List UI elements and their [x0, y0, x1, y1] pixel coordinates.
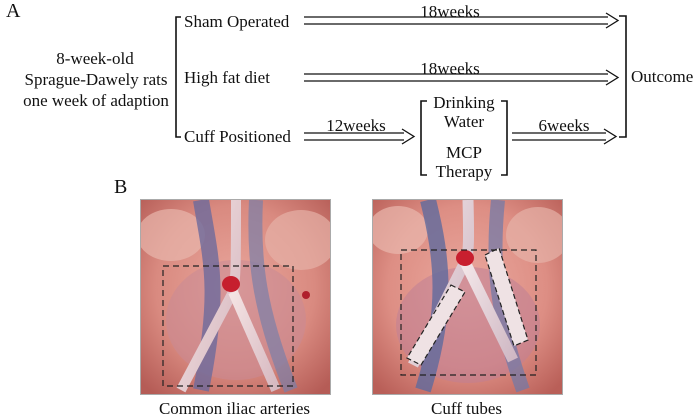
arrow-highfat-shaft: [304, 73, 608, 82]
group-high-fat-diet: High fat diet: [184, 68, 270, 87]
flow-diagram-lines: [175, 12, 627, 176]
arrow-cuff-6-shaft: [512, 132, 606, 141]
subjects-line-2: Sprague-Dawely rats: [24, 70, 168, 89]
duration-sham: 18weeks: [420, 2, 480, 21]
photo-common-iliac-arteries: [140, 199, 331, 395]
subjects-line-3: one week of adaption: [23, 91, 169, 110]
duration-high-fat: 18weeks: [420, 59, 480, 78]
groups-bracket: [175, 16, 181, 138]
arrow-highfat-head: [605, 69, 620, 86]
arrow-cuff-12-shaft: [304, 132, 404, 141]
treatment-mcp-1: MCP: [446, 143, 482, 162]
arrow-cuff-6-head: [603, 128, 618, 145]
panel-b-label: B: [114, 176, 128, 198]
treatment-right-bracket: [501, 100, 508, 176]
panel-a-label: A: [6, 0, 21, 22]
duration-cuff-second: 6weeks: [538, 116, 590, 135]
treatment-mcp-2: Therapy: [435, 162, 493, 181]
duration-cuff-first: 12weeks: [326, 116, 386, 135]
arrow-sham-head: [605, 12, 620, 29]
group-cuff-positioned: Cuff Positioned: [184, 127, 291, 146]
group-sham-operated: Sham Operated: [184, 12, 290, 31]
arrow-sham-shaft: [304, 16, 608, 25]
treatment-drinking-2: Water: [443, 112, 485, 131]
caption-cuff-tubes: Cuff tubes: [431, 399, 502, 418]
photo-cuff-tubes: [372, 199, 563, 395]
subjects-line-1: 8-week-old: [56, 49, 134, 68]
arrow-cuff-12-head: [401, 128, 416, 145]
caption-common-iliac-arteries: Common iliac arteries: [158, 399, 311, 418]
outcome-label: Outcome: [631, 67, 694, 86]
treatment-drinking-1: Drinking: [433, 93, 495, 112]
outcome-bracket: [619, 15, 627, 138]
treatment-left-bracket: [420, 100, 427, 176]
